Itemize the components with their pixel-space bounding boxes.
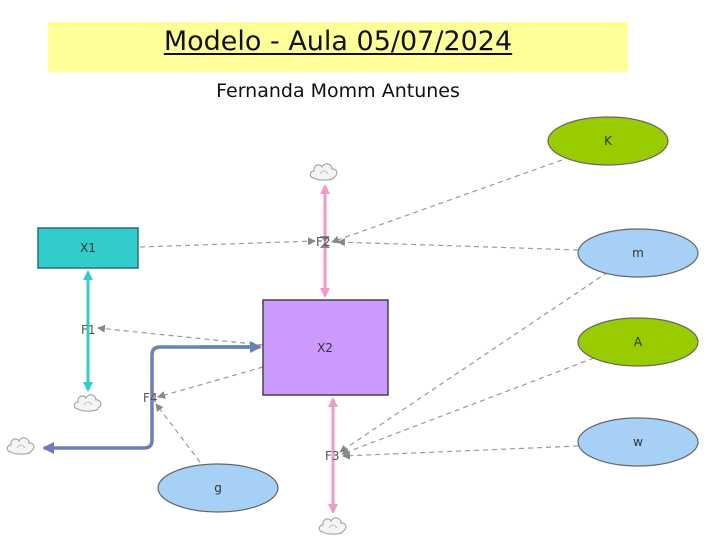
title-banner — [48, 22, 628, 72]
link-w-to-f3 — [342, 445, 579, 460]
flows-layer — [42, 184, 338, 514]
link-g-to-f4 — [155, 403, 201, 463]
link-m-to-f2 — [337, 238, 579, 251]
cloud-icon — [6, 437, 35, 455]
cloud-icon — [318, 517, 347, 535]
link-k-to-f2 — [331, 159, 563, 244]
valve-f4[interactable]: F4 — [143, 391, 158, 405]
stock-label-x1: X1 — [80, 241, 96, 255]
valve-f2[interactable]: F2 — [316, 235, 331, 249]
link-x1-to-f2 — [139, 237, 316, 248]
valves-layer: F2 F1 F4 F3 — [81, 235, 340, 463]
link-x2-to-f4 — [157, 366, 264, 399]
flow-pipe-f4 — [42, 345, 260, 454]
page-title: Modelo - Aula 05/07/2024 — [163, 26, 513, 57]
cloud-icon — [73, 394, 102, 412]
links-layer — [97, 159, 609, 463]
stock-label-x2: X2 — [317, 341, 333, 355]
flow-label-f4: F4 — [143, 391, 158, 405]
author-subtitle: Fernanda Momm Antunes — [216, 80, 460, 102]
flow-label-f1: F1 — [81, 323, 96, 337]
cloud-icon — [309, 163, 338, 181]
valve-f1[interactable]: F1 — [81, 323, 96, 337]
param-label-g: g — [214, 481, 222, 495]
param-label-m: m — [632, 246, 644, 260]
flow-label-f3: F3 — [325, 449, 340, 463]
stock-x1[interactable]: X1 — [37, 227, 139, 269]
link-x2-to-f1 — [97, 324, 264, 346]
flow-label-f2: F2 — [316, 235, 331, 249]
param-g[interactable]: g — [157, 463, 279, 513]
stock-x2[interactable]: X2 — [262, 299, 389, 396]
param-label-k: K — [604, 134, 613, 148]
valve-f3[interactable]: F3 — [325, 449, 340, 463]
param-label-a: A — [634, 335, 643, 349]
param-k[interactable]: K — [547, 116, 669, 166]
param-w[interactable]: w — [577, 417, 699, 467]
param-m[interactable]: m — [577, 228, 699, 278]
param-label-w: w — [633, 435, 643, 449]
param-a[interactable]: A — [577, 317, 699, 367]
